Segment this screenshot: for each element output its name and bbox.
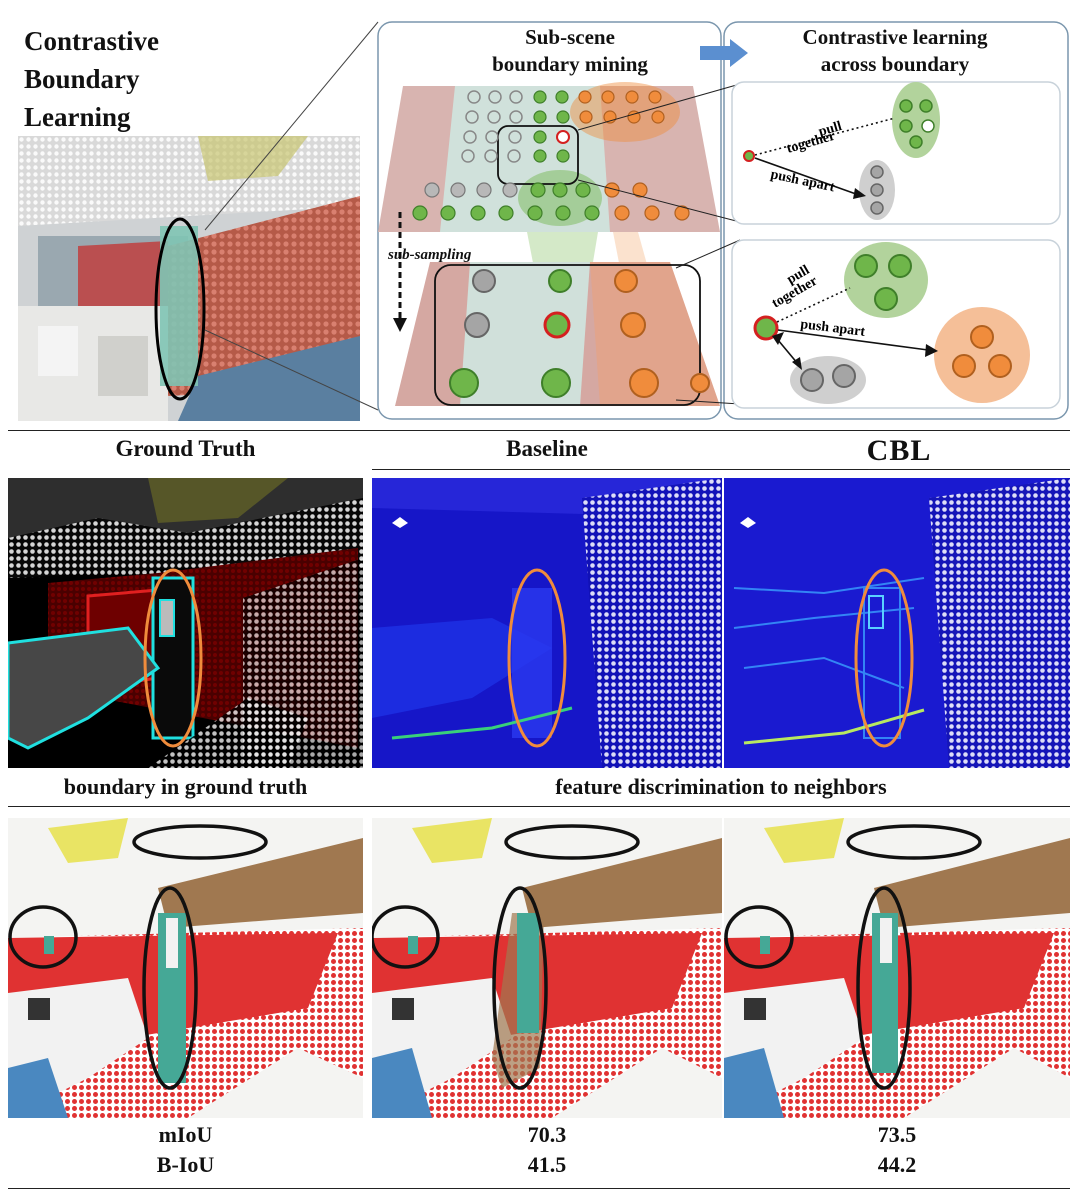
gt-boundary-image bbox=[8, 478, 363, 768]
mining-title: Sub-scene boundary mining bbox=[470, 24, 670, 78]
upper-point-grid bbox=[412, 90, 690, 221]
arrow-right-icon bbox=[700, 39, 748, 67]
scene-photo bbox=[18, 136, 360, 421]
biou-label: B-IoU bbox=[156, 1152, 215, 1177]
title-line-3: Learning bbox=[24, 102, 131, 132]
col-header-cbl: CBL bbox=[866, 434, 932, 467]
contrastive-title: Contrastive learning across boundary bbox=[760, 24, 1030, 78]
cbl-feature-image bbox=[724, 478, 1070, 768]
baseline-miou-value: 70.3 bbox=[527, 1122, 567, 1147]
title-line-1: Contrastive bbox=[24, 26, 159, 56]
mining-title-line-2: boundary mining bbox=[492, 52, 648, 76]
miou-label: mIoU bbox=[158, 1122, 213, 1147]
baseline-biou-value: 41.5 bbox=[527, 1152, 567, 1177]
divider-bottom bbox=[8, 1188, 1070, 1189]
divider-top bbox=[8, 430, 1070, 431]
col-header-gt: Ground Truth bbox=[115, 436, 256, 461]
title-line-2: Boundary bbox=[24, 64, 140, 94]
gt-segmentation-image bbox=[8, 818, 363, 1118]
baseline-segmentation-image bbox=[372, 818, 722, 1118]
contrastive-title-line-1: Contrastive learning bbox=[802, 25, 988, 49]
col-header-baseline: Baseline bbox=[506, 436, 588, 461]
figure-title: Contrastive Boundary Learning bbox=[24, 22, 159, 136]
contrastive-title-line-2: across boundary bbox=[820, 52, 970, 76]
pull-label-top-1: pull bbox=[817, 119, 844, 140]
caption-feature-discrimination: feature discrimination to neighbors bbox=[555, 774, 887, 799]
divider-header bbox=[372, 469, 1070, 470]
cbl-miou-value: 73.5 bbox=[877, 1122, 917, 1147]
method-diagram: sub-sampling pull together push apart bbox=[204, 21, 1069, 420]
baseline-feature-image bbox=[372, 478, 722, 768]
cbl-segmentation-image bbox=[724, 818, 1070, 1118]
subsampling-label: sub-sampling bbox=[387, 247, 472, 263]
divider-captions bbox=[8, 806, 1070, 807]
mining-title-line-1: Sub-scene bbox=[525, 25, 615, 49]
cbl-biou-value: 44.2 bbox=[877, 1152, 917, 1177]
caption-gt-boundary: boundary in ground truth bbox=[63, 774, 308, 799]
